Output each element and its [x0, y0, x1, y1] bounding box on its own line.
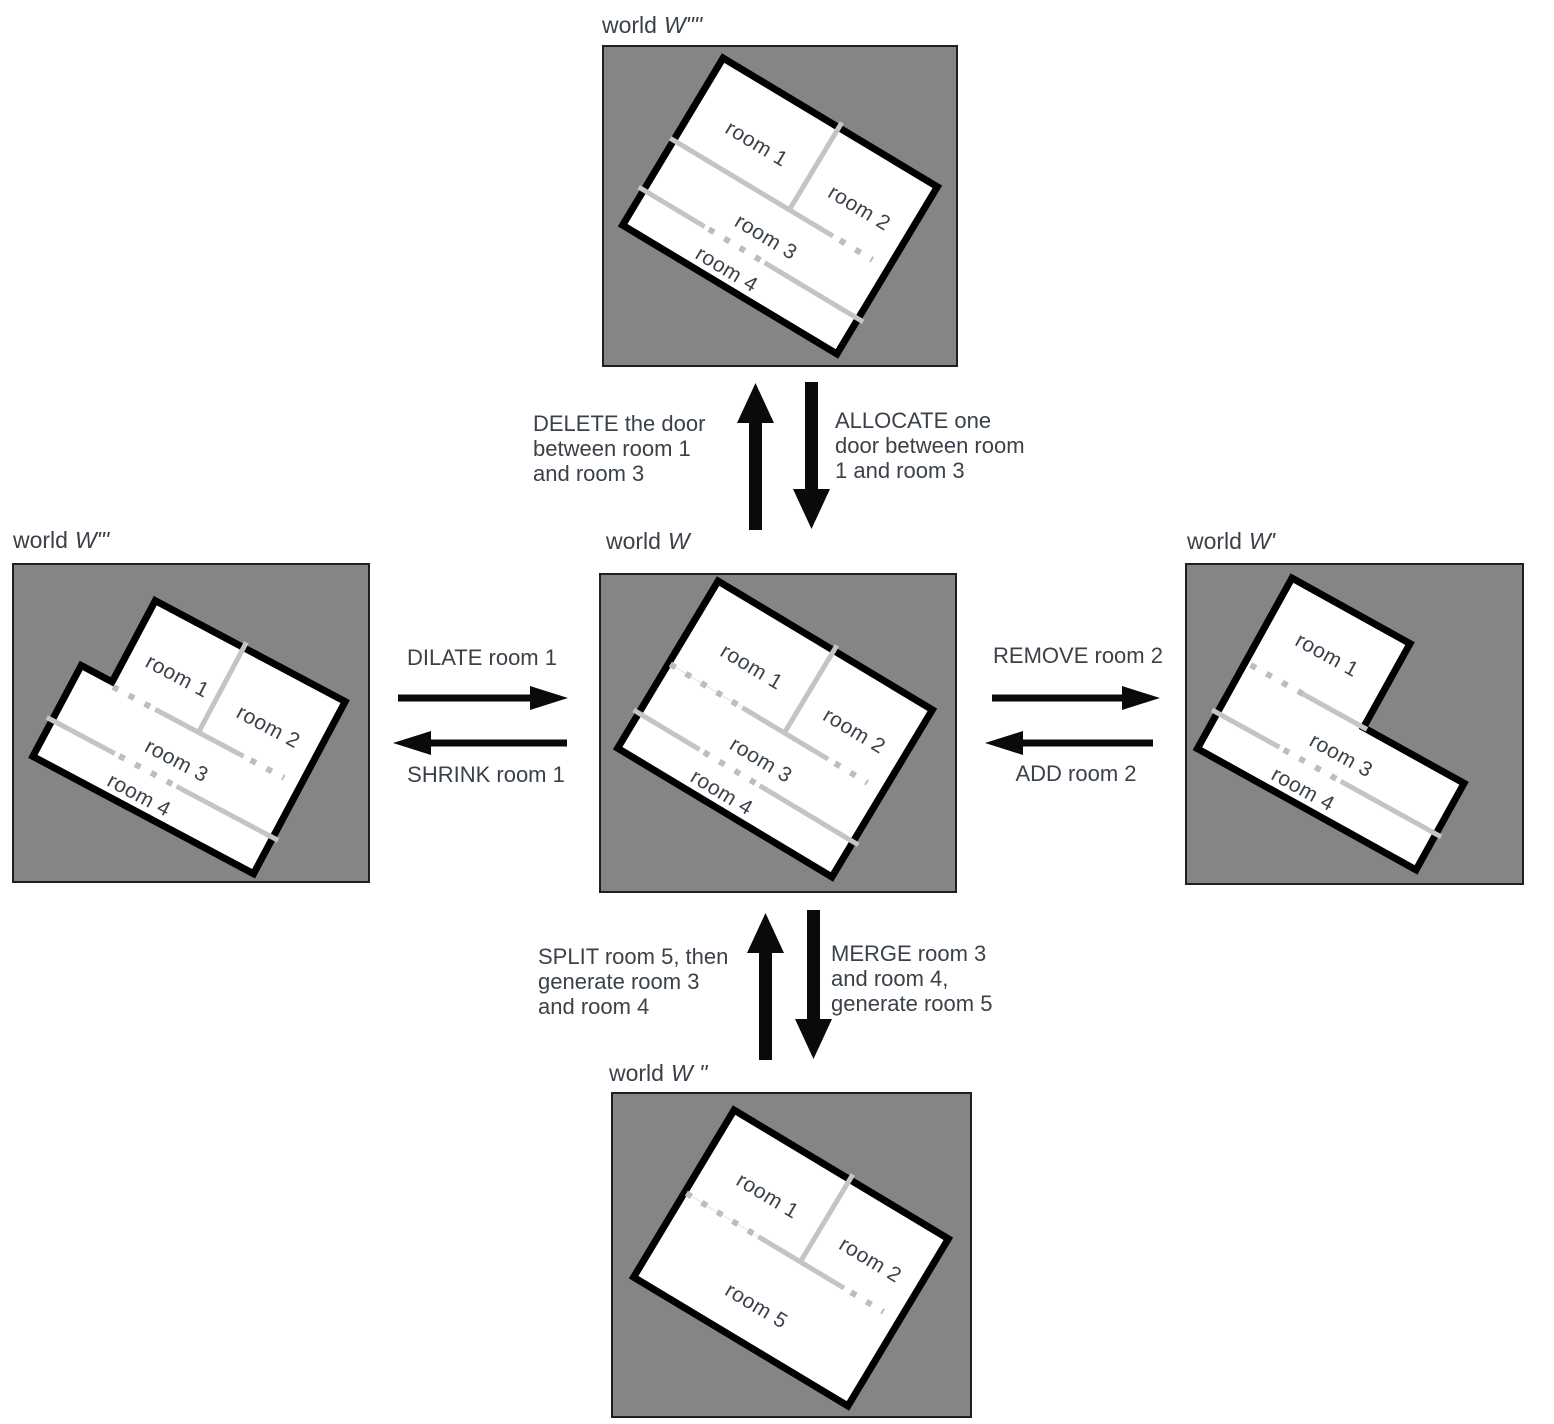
door-room2-room3 — [838, 237, 875, 263]
world-label-prefix: world — [609, 1060, 664, 1086]
building-group: room 1 room 2 room 3 room 4 — [617, 53, 943, 359]
label-merge: MERGE room 3 and room 4, generate room 5 — [831, 941, 993, 1016]
arrow-left-shape — [393, 731, 567, 755]
world-label-prefix: world — [13, 527, 68, 553]
arrow-right-remove-icon — [992, 686, 1160, 710]
wall-room1-room5 — [757, 1234, 846, 1291]
building-outline — [28, 595, 350, 879]
door-room2-room3 — [249, 757, 286, 781]
world-label-prefix: world — [602, 12, 657, 38]
arrow-right-shape — [992, 686, 1160, 710]
wall-room1-room3 — [741, 705, 830, 762]
building-outline — [1192, 573, 1469, 875]
arrow-left-add-icon — [985, 731, 1153, 755]
wall-room3-room4 — [1339, 778, 1443, 840]
interior-walls — [632, 644, 870, 848]
arrow-up-split-icon — [747, 913, 784, 1060]
arrow-down-shape — [795, 910, 832, 1059]
wall-room1-room3 — [154, 707, 245, 759]
interior-walls — [637, 121, 875, 325]
wall-room1-room2 — [782, 644, 840, 735]
interior-walls — [684, 1173, 886, 1315]
world-symbol: W — [667, 528, 690, 554]
arrow-left-shape — [985, 731, 1153, 755]
arrow-left-shrink-icon — [393, 731, 567, 755]
wall-room1-room2 — [787, 121, 845, 212]
wall-room1-room2 — [196, 641, 249, 734]
label-allocate-door: ALLOCATE one door between room 1 and roo… — [835, 408, 1025, 483]
door-room1-room3 — [111, 684, 159, 713]
label-remove: REMOVE room 2 — [993, 643, 1163, 668]
building-group: room 1 room 2 room 3 room 4 — [28, 595, 350, 879]
wall-room3-room4 — [1210, 707, 1281, 750]
interior-walls — [45, 641, 286, 843]
arrow-down-allocate-icon — [793, 382, 830, 529]
label-split: SPLIT room 5, then generate room 3 and r… — [538, 944, 729, 1019]
wall-room3-room4 — [632, 707, 701, 752]
label-dilate: DILATE room 1 — [407, 645, 557, 670]
building-group: room 1 room 2 room 5 — [628, 1105, 954, 1411]
floorplan-top: room 1 room 2 room 3 room 4 — [602, 45, 958, 367]
world-symbol: W"" — [663, 12, 703, 38]
arrow-up-shape — [747, 913, 784, 1060]
arrow-right-shape — [398, 686, 568, 710]
arrow-down-merge-icon — [795, 910, 832, 1059]
wall-room3-room4 — [763, 260, 865, 325]
floorplan-center: room 1 room 2 room 3 room 4 — [599, 573, 957, 893]
floorplan-left: room 1 room 2 room 3 room 4 — [12, 563, 370, 883]
wall-room3-room4 — [45, 715, 116, 756]
wall-room1-room2 — [798, 1173, 856, 1264]
arrow-up-delete-icon — [737, 383, 774, 530]
door-room2-room3 — [833, 760, 870, 786]
floorplan-right: room 1 room 3 room 4 — [1185, 563, 1524, 885]
floorplan-bottom: room 1 room 2 room 5 — [611, 1092, 972, 1418]
world-label-prefix: world — [606, 528, 661, 554]
wall-room3-room4 — [758, 783, 860, 848]
world-label-prefix: world — [1187, 528, 1242, 554]
world-symbol: W' — [1248, 528, 1276, 554]
arrow-up-shape — [737, 383, 774, 530]
building-group: room 1 room 3 room 4 — [1192, 573, 1469, 875]
door-hairline — [686, 1192, 761, 1239]
world-symbol: W"' — [74, 527, 110, 553]
wall-room3-room4 — [637, 184, 706, 229]
world-symbol: W " — [670, 1060, 708, 1086]
label-add: ADD room 2 — [1015, 761, 1137, 786]
interior-walls — [1210, 662, 1443, 840]
door-hairline — [670, 663, 745, 710]
wall-room1-room3 — [668, 136, 835, 239]
label-delete-door: DELETE the door between room 1 and room … — [533, 411, 706, 486]
wall-room3-room4 — [175, 784, 280, 843]
wall-room1-room3 — [1301, 691, 1369, 732]
arrow-right-dilate-icon — [398, 686, 568, 710]
arrow-down-shape — [793, 382, 830, 529]
building-group: room 1 room 2 room 3 room 4 — [612, 576, 938, 882]
door-room2-room5 — [849, 1289, 886, 1315]
label-shrink: SHRINK room 1 — [407, 762, 565, 787]
